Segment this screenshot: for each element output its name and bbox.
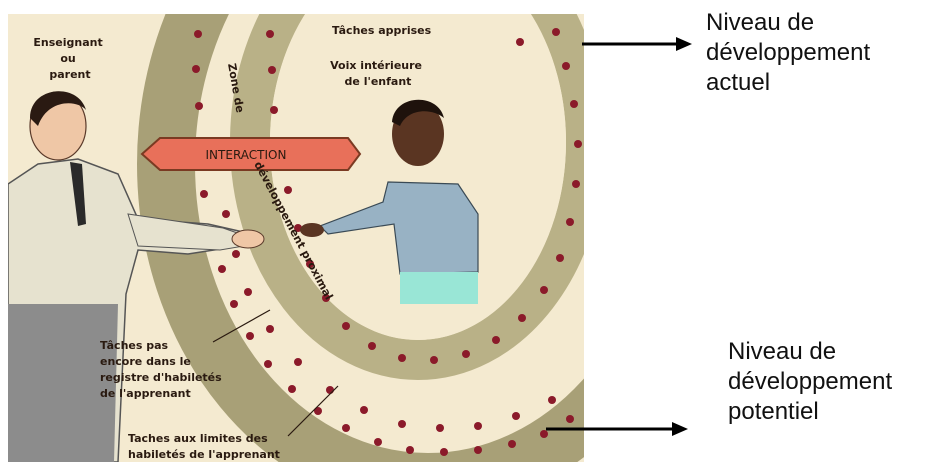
zpd-illustration: INTERACTION Enseignant ou parent Tâches … bbox=[8, 14, 584, 462]
teacher-label-line: ou bbox=[60, 52, 75, 65]
inner-voice-label-line: Voix intérieure bbox=[330, 59, 422, 72]
not-yet-tasks-line: de l'apprenant bbox=[100, 387, 191, 400]
teacher-label-line: Enseignant bbox=[33, 36, 102, 49]
potential-level-label: Niveau de développement potentiel bbox=[728, 337, 892, 427]
interaction-banner: INTERACTION bbox=[142, 138, 360, 170]
interaction-label: INTERACTION bbox=[206, 148, 287, 162]
not-yet-tasks-line: encore dans le bbox=[100, 355, 191, 368]
learned-tasks-label: Tâches apprises bbox=[332, 24, 432, 37]
limit-tasks-line: Taches aux limites des bbox=[128, 432, 268, 445]
limit-tasks-line: habiletés de l'apprenant bbox=[128, 448, 280, 461]
actual-level-label: Niveau de développement actuel bbox=[706, 8, 870, 98]
not-yet-tasks-line: registre d'habiletés bbox=[100, 371, 222, 384]
not-yet-tasks-line: Tâches pas bbox=[100, 339, 169, 352]
teacher-label-line: parent bbox=[49, 68, 90, 81]
inner-voice-label-line: de l'enfant bbox=[345, 75, 412, 88]
arrow-actuel bbox=[582, 37, 692, 51]
